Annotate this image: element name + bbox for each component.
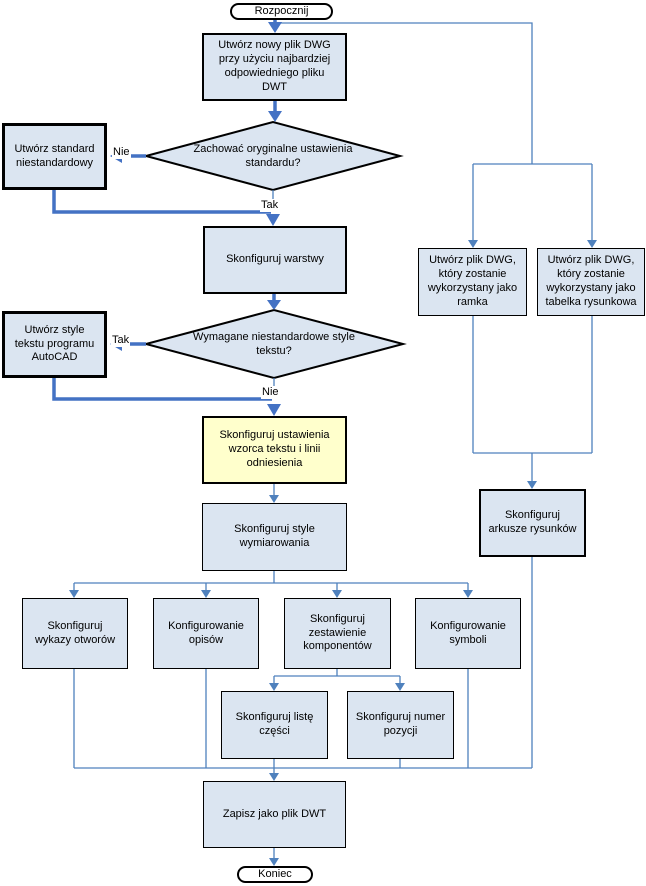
dimension-styles-label: Skonfiguruj style wymiarowania — [234, 523, 315, 549]
configure-layers-label: Skonfiguruj warstwy — [226, 253, 324, 266]
annotations-step: Konfigurowanie opisów — [153, 598, 259, 669]
main-flow-connectors — [52, 19, 277, 401]
border-dwg-step: Utwórz plik DWG, który zostanie wykorzys… — [418, 248, 527, 316]
edge-label-yes-2: Tak — [111, 334, 131, 347]
autocad-text-styles-label: Utwórz style tekstu programu AutoCAD — [14, 323, 95, 364]
start-label: Rozpocznij — [254, 4, 309, 17]
text-styles-decision-shape — [142, 308, 407, 380]
end-terminator: Koniec — [237, 866, 313, 883]
save-dwt-label: Zapisz jako plik DWT — [222, 807, 327, 820]
balloon-number-step: Skonfiguruj numer pozycji — [347, 691, 454, 759]
drawing-sheets-step: Skonfiguruj arkusze rysunków — [479, 489, 586, 557]
drawing-sheets-label: Skonfiguruj arkusze rysunków — [488, 509, 577, 535]
titleblock-dwg-label: Utwórz plik DWG, który zostanie wykorzys… — [545, 254, 637, 308]
parts-list-label: Skonfiguruj listę części — [235, 711, 314, 737]
text-leader-settings-step-highlighted: Skonfiguruj ustawienia wzorca tekstu i l… — [202, 416, 347, 484]
symbols-label: Konfigurowanie symboli — [430, 619, 506, 646]
configure-layers-step: Skonfiguruj warstwy — [203, 226, 347, 294]
start-terminator: Rozpocznij — [230, 3, 333, 20]
custom-standard-step: Utwórz standard niestandardowy — [2, 123, 107, 190]
annotations-label: Konfigurowanie opisów — [168, 619, 244, 646]
edge-label-no-2: Nie — [261, 386, 280, 399]
keep-standard-question: Zachować oryginalne ustawienia standardu… — [193, 142, 353, 169]
text-leader-settings-label: Skonfiguruj ustawienia wzorca tekstu i l… — [219, 429, 330, 469]
thin-connectors — [73, 22, 593, 859]
edge-label-no-1: Nie — [112, 146, 131, 159]
balloon-number-label: Skonfiguruj numer pozycji — [355, 711, 446, 737]
keep-standard-decision-shape — [142, 120, 404, 192]
autocad-text-styles-step: Utwórz style tekstu programu AutoCAD — [2, 311, 107, 378]
text-styles-question: Wymagane niestandardowe style tekstu? — [193, 330, 355, 357]
keep-standard-decision-label: Zachować oryginalne ustawienia standardu… — [153, 133, 393, 179]
create-dwg-label: Utwórz nowy plik DWG przy użyciu najbard… — [218, 39, 331, 93]
create-dwg-step: Utwórz nowy plik DWG przy użyciu najbard… — [202, 33, 347, 101]
save-dwt-step: Zapisz jako plik DWT — [203, 781, 346, 848]
component-list-step: Skonfiguruj zestawienie komponentów — [284, 598, 391, 669]
titleblock-dwg-step: Utwórz plik DWG, który zostanie wykorzys… — [537, 248, 645, 316]
border-dwg-label: Utwórz plik DWG, który zostanie wykorzys… — [427, 254, 518, 308]
custom-standard-label: Utwórz standard niestandardowy — [14, 142, 95, 169]
text-styles-decision-label: Wymagane niestandardowe style tekstu? — [154, 321, 394, 367]
hole-tables-step: Skonfiguruj wykazy otworów — [22, 598, 128, 669]
symbols-step: Konfigurowanie symboli — [415, 598, 521, 669]
edge-label-yes-1: Tak — [260, 199, 280, 212]
end-label: Koniec — [258, 867, 292, 880]
thin-arrowheads — [69, 240, 597, 866]
hole-tables-label: Skonfiguruj wykazy otworów — [34, 619, 116, 646]
component-list-label: Skonfiguruj zestawienie komponentów — [303, 612, 372, 653]
dimension-styles-step: Skonfiguruj style wymiarowania — [202, 503, 347, 571]
parts-list-step: Skonfiguruj listę części — [221, 691, 328, 759]
